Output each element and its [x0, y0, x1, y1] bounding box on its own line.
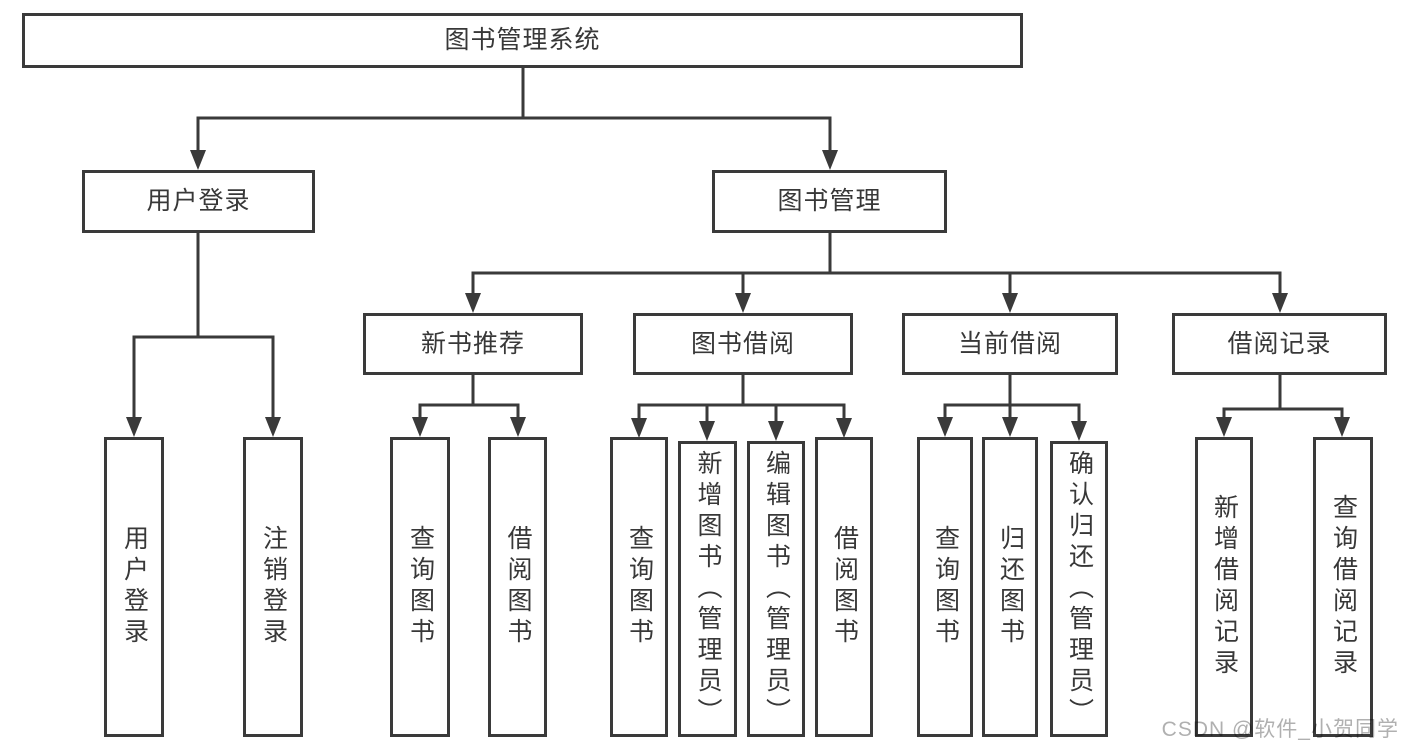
watermark: CSDN @软件_小贺同学	[1161, 718, 1399, 741]
node-leaf-cb-return-books-label: 归还图书	[996, 525, 1025, 649]
node-leaf-bb-borrow-books: 借阅图书	[815, 437, 873, 737]
connector-root-to-level2	[190, 64, 838, 170]
connector-current-borrow-children	[937, 371, 1087, 441]
node-leaf-nbr-query-books-label: 查询图书	[406, 525, 435, 649]
node-leaf-bb-borrow-books-label: 借阅图书	[830, 525, 859, 649]
node-borrow-record: 借阅记录	[1172, 313, 1387, 375]
node-current-borrow: 当前借阅	[902, 313, 1118, 375]
node-user-login-label: 用户登录	[146, 187, 251, 215]
node-leaf-cb-query-books: 查询图书	[917, 437, 973, 737]
node-leaf-br-add-record: 新增借阅记录	[1195, 437, 1253, 737]
node-leaf-nbr-borrow-books: 借阅图书	[488, 437, 547, 737]
node-leaf-cb-confirm-return: 确认归还（管理员）	[1050, 441, 1108, 737]
node-new-book-rec-label: 新书推荐	[420, 329, 525, 358]
node-leaf-cb-confirm-return-label: 确认归还（管理员）	[1065, 449, 1094, 729]
node-leaf-bb-query-books-label: 查询图书	[625, 525, 654, 649]
node-book-borrow-label: 图书借阅	[690, 329, 795, 358]
node-new-book-rec: 新书推荐	[363, 313, 583, 375]
node-book-mgmt-label: 图书管理	[777, 187, 882, 215]
node-book-borrow: 图书借阅	[633, 313, 853, 375]
node-leaf-nbr-borrow-books-label: 借阅图书	[504, 525, 532, 649]
node-current-borrow-label: 当前借阅	[957, 329, 1062, 358]
node-user-login: 用户登录	[82, 170, 315, 233]
connector-book-mgmt-children	[465, 229, 1288, 313]
node-leaf-bb-query-books: 查询图书	[610, 437, 668, 737]
connector-new-book-rec-children	[412, 371, 526, 437]
node-leaf-nbr-query-books: 查询图书	[390, 437, 450, 737]
connector-user-login-children	[126, 229, 281, 437]
node-leaf-logout: 注销登录	[243, 437, 303, 737]
node-leaf-bb-edit-books-label: 编辑图书（管理员）	[762, 449, 791, 729]
node-leaf-user-login-label: 用户登录	[120, 525, 149, 649]
node-leaf-cb-query-books-label: 查询图书	[931, 525, 960, 649]
node-leaf-cb-return-books: 归还图书	[982, 437, 1038, 737]
node-leaf-bb-add-books: 新增图书（管理员）	[678, 441, 737, 737]
node-leaf-logout-label: 注销登录	[259, 525, 288, 649]
node-leaf-bb-add-books-label: 新增图书（管理员）	[694, 449, 722, 729]
node-leaf-bb-edit-books: 编辑图书（管理员）	[747, 441, 805, 737]
node-leaf-user-login: 用户登录	[104, 437, 164, 737]
node-borrow-record-label: 借阅记录	[1227, 329, 1332, 358]
node-leaf-br-add-record-label: 新增借阅记录	[1210, 494, 1239, 680]
connector-book-borrow-children	[631, 371, 852, 441]
node-book-mgmt: 图书管理	[712, 170, 947, 233]
node-root: 图书管理系统	[22, 13, 1023, 68]
node-leaf-br-query-record-label: 查询借阅记录	[1329, 494, 1358, 680]
connector-borrow-record-children	[1216, 371, 1350, 437]
node-leaf-br-query-record: 查询借阅记录	[1313, 437, 1373, 737]
node-root-label: 图书管理系统	[444, 26, 601, 54]
